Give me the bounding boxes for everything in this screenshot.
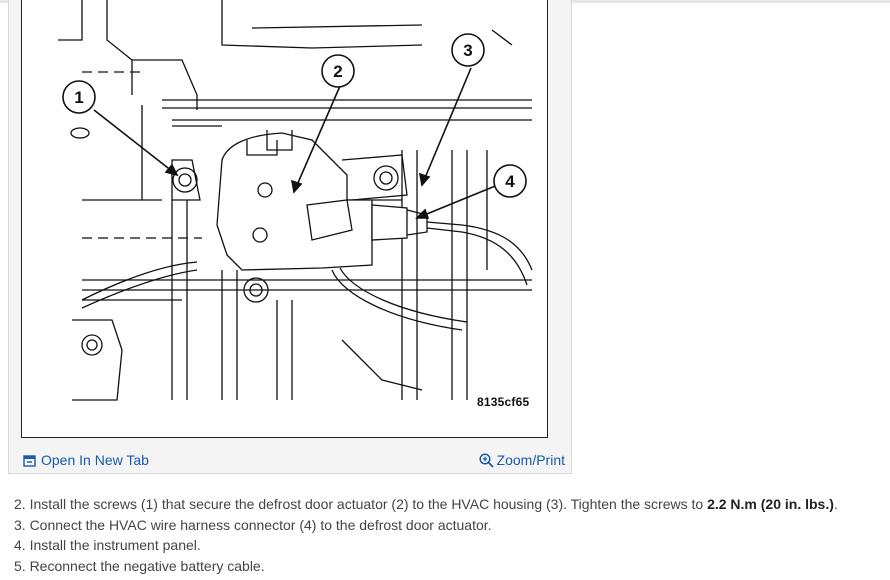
step-item: 5. Reconnect the negative battery cable. bbox=[14, 557, 265, 574]
open-in-new-tab-label: Open In New Tab bbox=[41, 452, 149, 468]
callout-2-circle bbox=[321, 54, 355, 88]
callout-4: 4 bbox=[505, 172, 515, 191]
figure-code: 8135cf65 bbox=[477, 395, 530, 409]
callout-2: 2 bbox=[333, 62, 342, 81]
diagram-frame: 1 2 3 4 8135cf65 bbox=[21, 0, 548, 438]
open-in-new-tab-link[interactable]: Open In New Tab bbox=[23, 452, 149, 468]
actuator-diagram: 1 2 3 4 bbox=[58, 0, 533, 401]
callout-1: 1 bbox=[74, 88, 83, 107]
zoom-in-icon bbox=[478, 452, 494, 468]
zoom-print-label: Zoom/Print bbox=[496, 452, 565, 468]
figure-card: 1 2 3 4 8135cf65 Open In New Tab Zoom/Pr… bbox=[8, 0, 572, 474]
callout-3: 3 bbox=[463, 41, 472, 60]
callout-3-circle bbox=[451, 33, 485, 67]
zoom-print-link[interactable]: Zoom/Print bbox=[478, 452, 565, 468]
step-item: 3. Connect the HVAC wire harness connect… bbox=[14, 516, 492, 533]
callout-4-circle bbox=[493, 164, 527, 198]
instruction-steps: 2. Install the screws (1) that secure th… bbox=[14, 494, 838, 576]
open-in-new-tab-icon bbox=[23, 454, 36, 467]
step-item: 2. Install the screws (1) that secure th… bbox=[14, 496, 838, 512]
step-item: 4. Install the instrument panel. bbox=[14, 537, 201, 553]
callout-1-circle bbox=[62, 80, 96, 114]
